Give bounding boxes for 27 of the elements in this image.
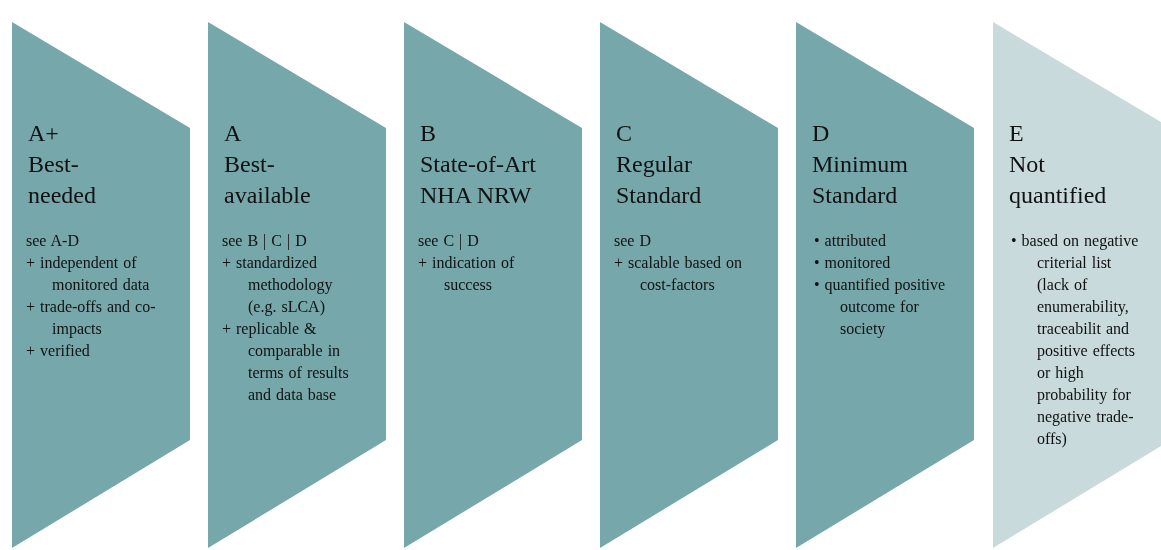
- criteria-item: + verified: [26, 341, 91, 361]
- criteria-item: see A-D: [26, 231, 80, 251]
- criteria-item: + independent of monitored data: [26, 253, 151, 295]
- level-letter: E: [1009, 119, 1025, 148]
- level-title: Regular Standard: [616, 150, 703, 210]
- level-letter: B: [420, 119, 437, 148]
- criteria-item: • monitored: [814, 253, 892, 273]
- criteria-item: see B | C | D: [222, 231, 308, 252]
- criteria-item: + scalable based on cost-factors: [614, 253, 743, 295]
- level-title: State-of-Art NHA NRW: [420, 150, 537, 210]
- criteria-item: + standardized methodology (e.g. sLCA): [222, 253, 334, 318]
- level-title: Not quantified: [1009, 150, 1108, 210]
- level-title: Best-available: [224, 150, 312, 210]
- level-letter: A+: [28, 119, 60, 148]
- criteria-item: + trade-offs and co-impacts: [26, 297, 157, 340]
- criteria-item: • quantified positive outcome for society: [814, 275, 947, 340]
- level-letter: D: [812, 119, 831, 148]
- criteria-item: + replicable & comparable in terms of results and data base: [222, 319, 350, 405]
- criteria-item: see D: [614, 231, 652, 251]
- criteria-item: see C | D: [418, 231, 480, 252]
- criteria-item: • attributed: [814, 231, 887, 251]
- level-letter: C: [616, 119, 633, 148]
- level-title: Minimum Standard: [812, 150, 909, 210]
- level-letter: A: [224, 119, 243, 148]
- criteria-item: • based on negative criterial list (lack of enumerability, traceabilit and positive effects or high probability for negative trade-offs): [1011, 231, 1140, 450]
- level-title: Best-needed: [28, 150, 97, 210]
- criteria-item: + indication of success: [418, 253, 516, 295]
